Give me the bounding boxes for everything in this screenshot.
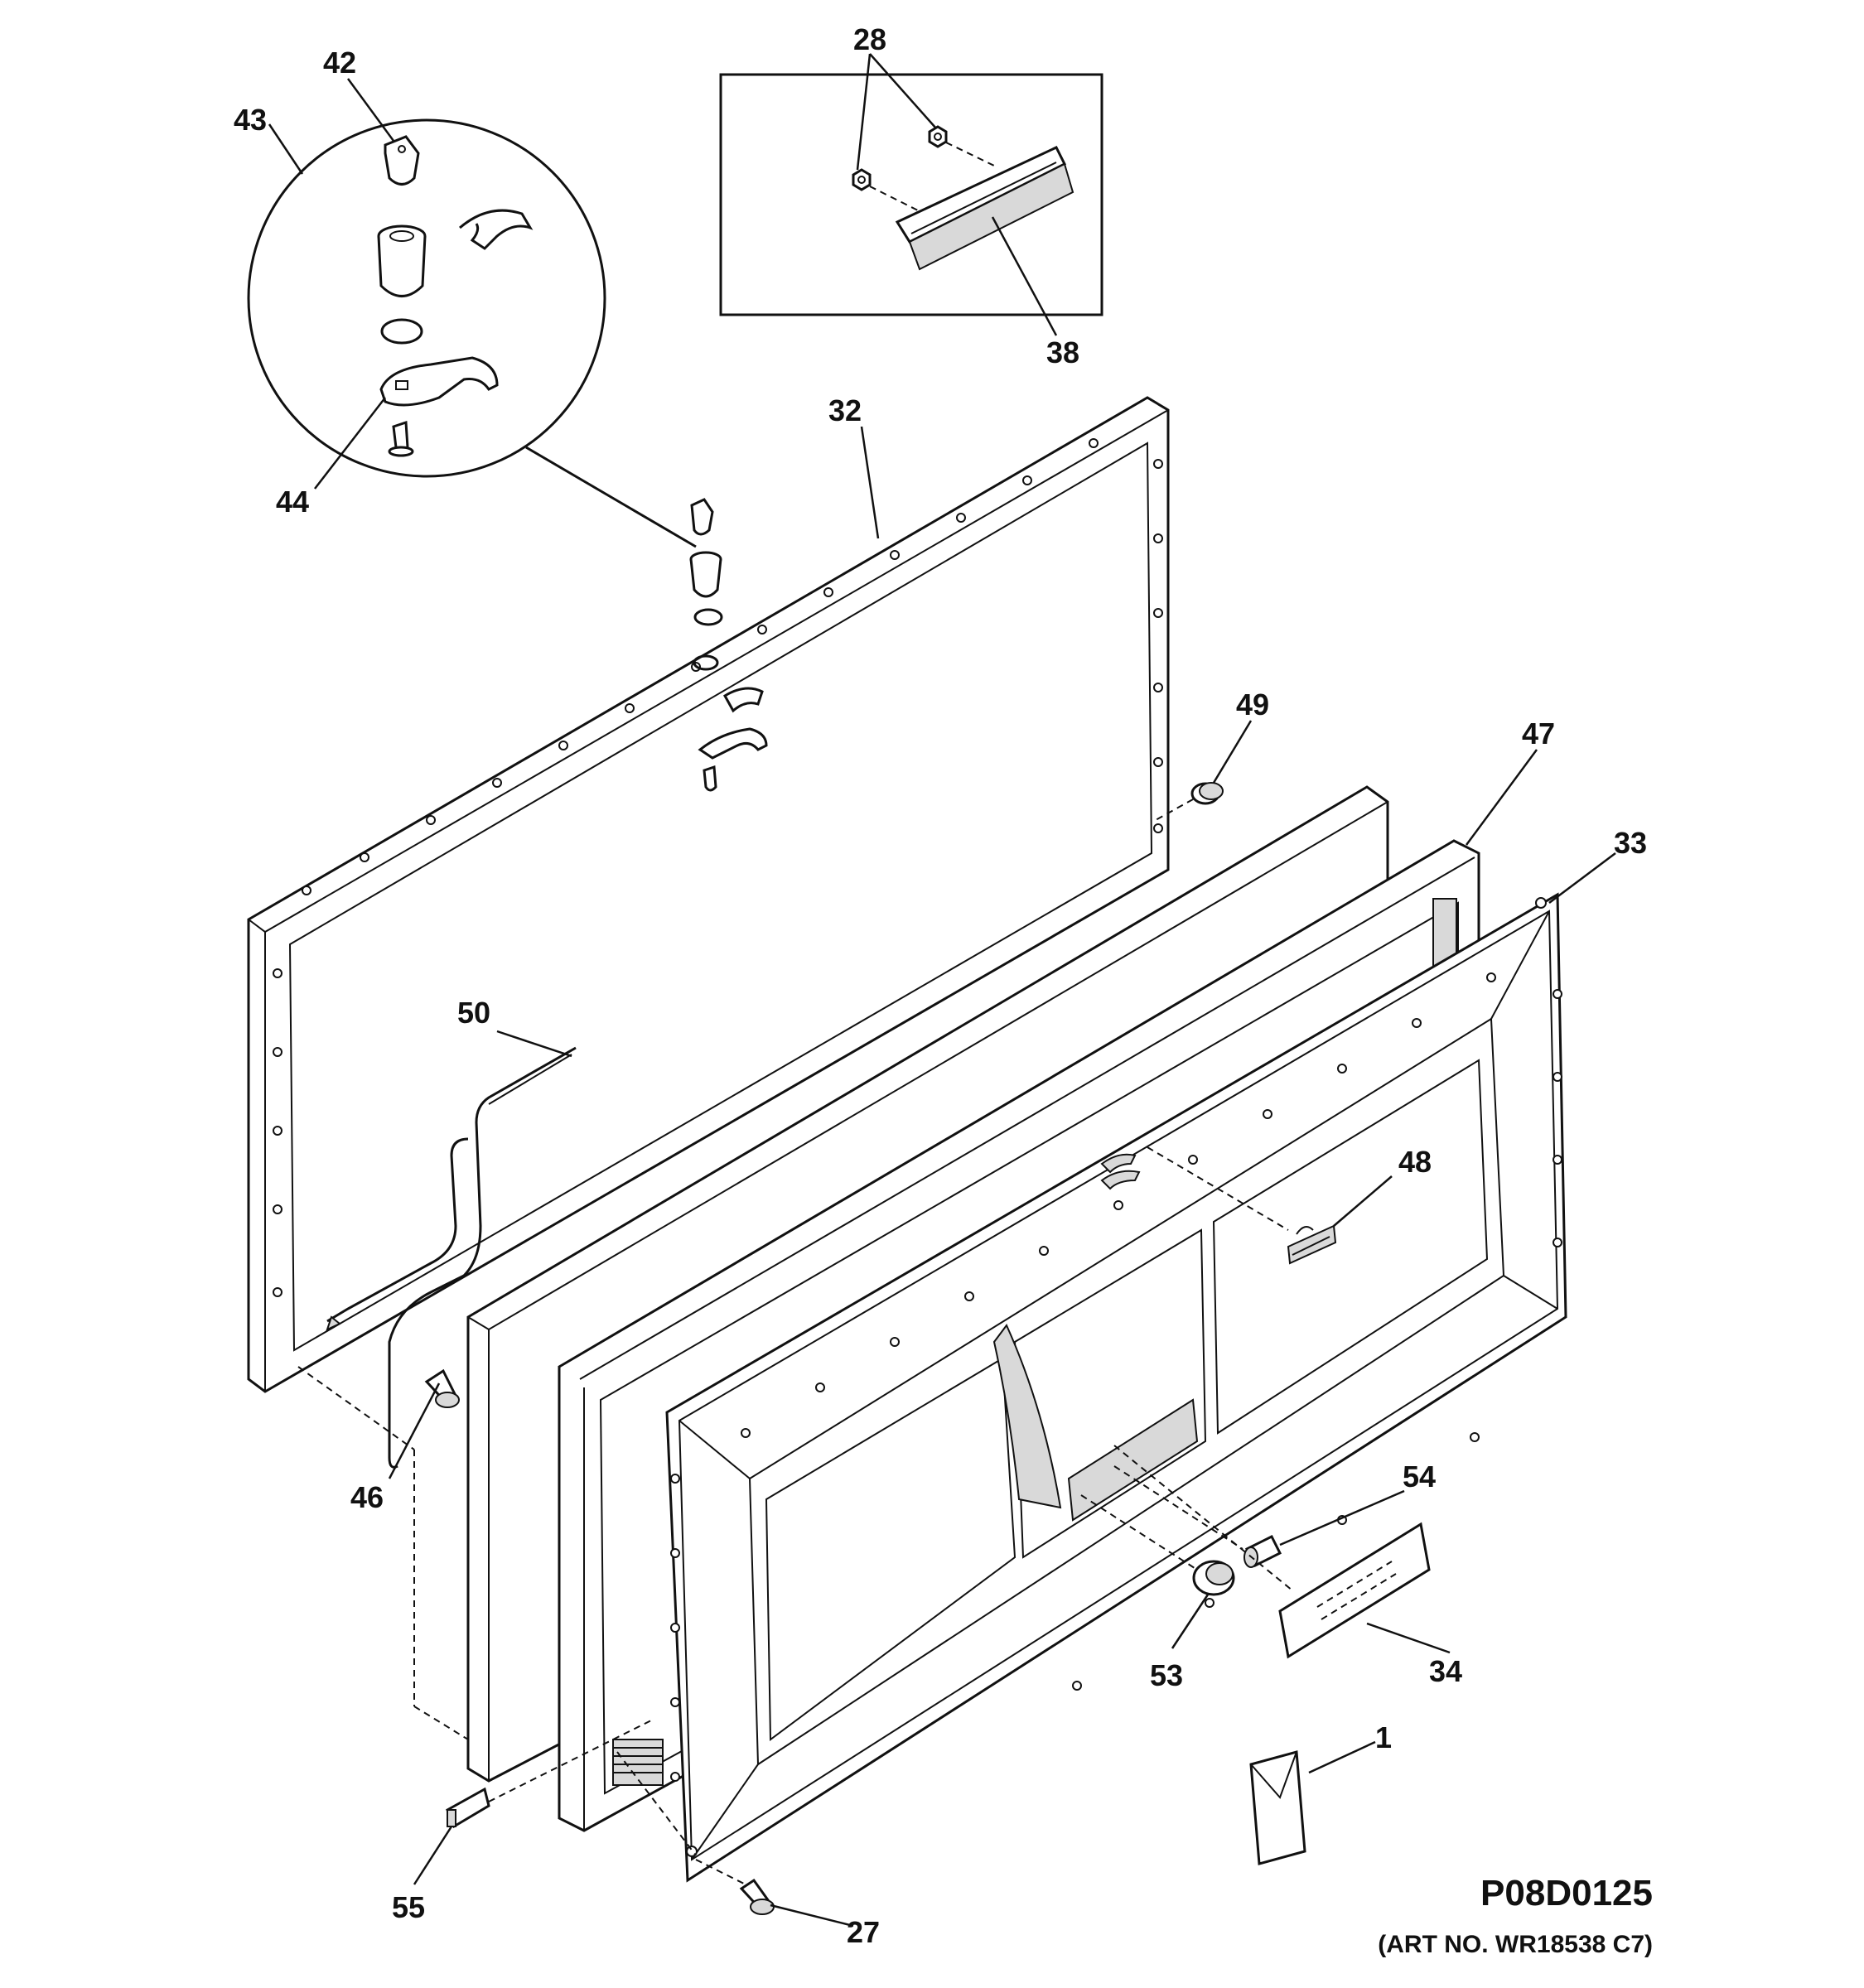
handle-part — [895, 146, 1074, 271]
callout-1: 1 — [1375, 1720, 1392, 1754]
light-cover-part — [1278, 1522, 1431, 1659]
callout-48: 48 — [1398, 1145, 1432, 1179]
callout-54: 54 — [1403, 1460, 1436, 1493]
callout-34: 34 — [1429, 1654, 1462, 1688]
callout-46: 46 — [350, 1480, 384, 1514]
screw-part-27 — [739, 1878, 775, 1915]
callout-44: 44 — [276, 485, 309, 519]
callout-55: 55 — [392, 1890, 425, 1924]
callout-38: 38 — [1046, 335, 1079, 369]
bulb-part — [1243, 1534, 1282, 1568]
callout-27: 27 — [847, 1915, 880, 1949]
callout-49: 49 — [1236, 688, 1269, 721]
callout-labels: 28 38 42 43 44 32 50 46 49 47 33 48 54 3… — [234, 22, 1647, 1949]
door-liner-outer — [665, 892, 1567, 1883]
handle-detail-inset — [719, 73, 1103, 316]
literature-envelope — [1249, 1750, 1306, 1865]
callout-32: 32 — [828, 393, 862, 427]
callout-33: 33 — [1614, 826, 1647, 860]
bracket-part — [446, 1787, 490, 1829]
gasket-corner-vent — [612, 1739, 664, 1786]
callout-28: 28 — [853, 22, 886, 56]
strike-part — [1287, 1224, 1337, 1265]
screw-part — [424, 1368, 460, 1408]
art-code: P08D0125 — [1480, 1873, 1653, 1913]
callout-42: 42 — [323, 46, 356, 80]
socket-part — [1192, 1560, 1235, 1596]
hinge-cap-part — [1190, 782, 1224, 805]
callout-53: 53 — [1150, 1658, 1183, 1692]
detail-pointer-line — [525, 446, 697, 548]
heater-wire — [326, 1046, 577, 1469]
callout-43: 43 — [234, 103, 267, 137]
callout-47: 47 — [1522, 717, 1555, 750]
leader-lines — [268, 53, 1616, 1928]
nut-part — [852, 125, 948, 191]
art-number: (ART NO. WR18538 C7) — [1378, 1931, 1653, 1958]
callout-50: 50 — [457, 996, 490, 1030]
lock-detail-circle — [247, 118, 606, 478]
